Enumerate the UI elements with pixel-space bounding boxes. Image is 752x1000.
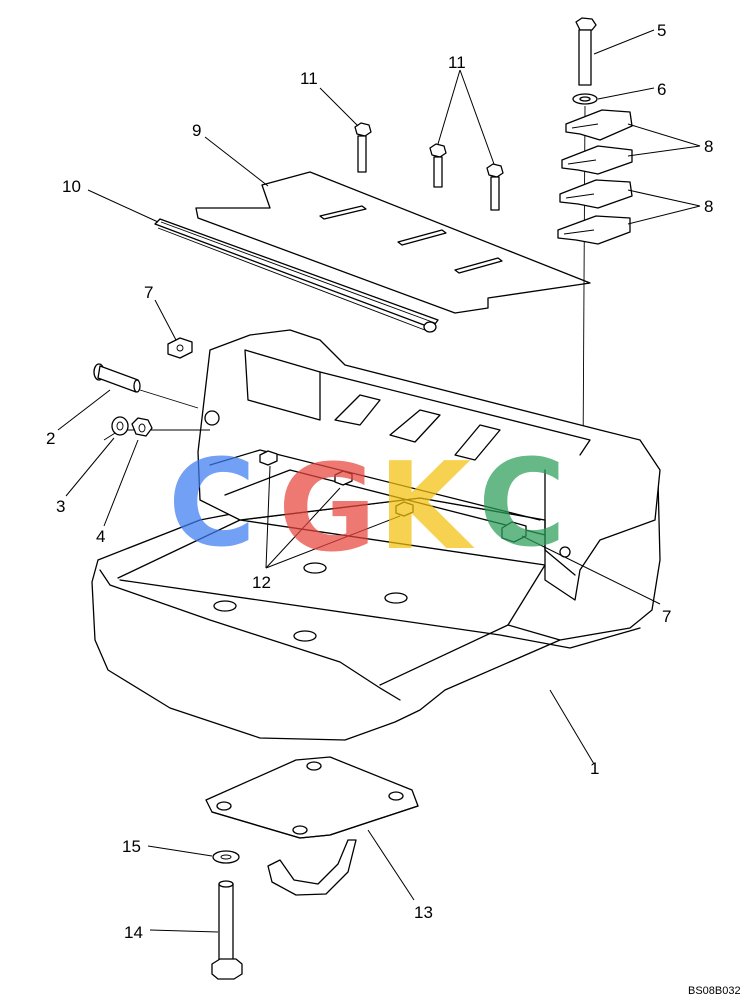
shim-8-1 <box>565 109 633 141</box>
bracket-13 <box>205 756 419 896</box>
bolt-11-middle <box>429 143 447 188</box>
callout-3: 3 <box>56 497 65 516</box>
shim-8-3 <box>559 179 633 209</box>
washer-15 <box>212 850 240 864</box>
watermark-letter-1: C <box>168 435 256 574</box>
washer-3 <box>111 416 129 436</box>
assembly-line-pin <box>139 389 199 409</box>
callout-2: 2 <box>46 429 55 448</box>
callout-15: 15 <box>122 837 141 856</box>
drawing-code: BS08B032 <box>688 985 741 997</box>
callout-9: 9 <box>192 121 201 140</box>
watermark-letter-4: C <box>478 435 566 574</box>
bolt-11-left <box>354 122 372 173</box>
square-nut-7-right <box>501 521 527 543</box>
square-nut-7-top <box>167 337 193 359</box>
callout-labels: 5 6 8 8 11 11 9 10 7 2 3 4 12 7 1 15 13 … <box>46 21 713 942</box>
washer-6 <box>572 93 598 105</box>
pin-2 <box>93 363 141 393</box>
callout-4: 4 <box>96 527 105 546</box>
callout-6: 6 <box>657 80 666 99</box>
nut-12-a <box>259 450 278 466</box>
bolt-11-right <box>486 163 504 211</box>
nut-12-b <box>334 470 353 486</box>
callout-7-right: 7 <box>662 607 671 626</box>
callout-5: 5 <box>657 21 666 40</box>
callout-12: 12 <box>252 573 271 592</box>
callout-8-upper: 8 <box>704 137 713 156</box>
leader-lines <box>57 29 701 933</box>
callout-1: 1 <box>590 759 599 778</box>
callout-14: 14 <box>124 923 143 942</box>
callout-10: 10 <box>62 177 81 196</box>
shim-8-2 <box>561 145 633 175</box>
top-plate <box>195 171 591 314</box>
watermark-letter-3: K <box>378 438 475 577</box>
shim-8-4 <box>557 215 631 245</box>
rail <box>154 218 439 333</box>
nut-4 <box>131 417 153 437</box>
bolt-5 <box>575 17 597 86</box>
callout-11-left: 11 <box>300 69 318 88</box>
callout-7-top: 7 <box>144 283 153 302</box>
nut-12-c <box>395 501 414 517</box>
bolt-14 <box>211 880 243 980</box>
seat-frame <box>197 329 661 601</box>
callout-8-lower: 8 <box>704 197 713 216</box>
callout-11-right: 11 <box>448 53 466 72</box>
watermark-logo: C G K C <box>168 435 566 579</box>
watermark-letter-2: G <box>278 440 377 579</box>
callout-13: 13 <box>414 903 433 922</box>
